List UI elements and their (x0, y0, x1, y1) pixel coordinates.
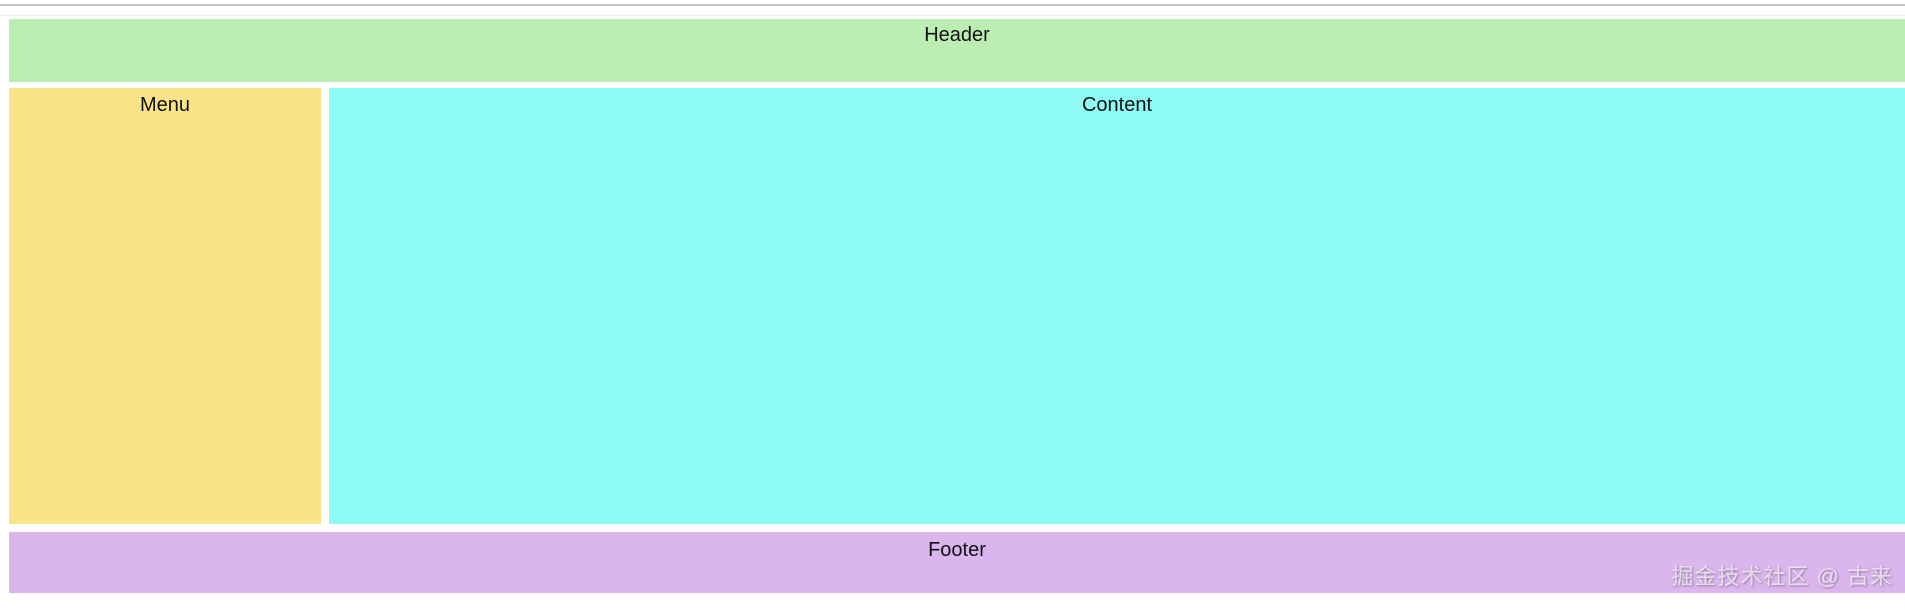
header-label: Header (924, 24, 990, 46)
middle-row: Menu Content (9, 88, 1905, 524)
menu-label: Menu (139, 94, 191, 116)
content-region: Content (329, 88, 1905, 524)
viewport-top-border (0, 4, 1905, 6)
page-top-divider (0, 15, 1905, 16)
footer-label: Footer (928, 539, 986, 561)
layout-demo-page: Header Menu Content Footer 掘金技术社区 @ 古来 (0, 19, 1905, 593)
footer-region: Footer 掘金技术社区 @ 古来 (9, 532, 1905, 593)
juejin-watermark: 掘金技术社区 @ 古来 (1671, 564, 1893, 589)
content-label: Content (1081, 94, 1153, 116)
menu-region: Menu (9, 88, 321, 524)
header-region: Header (9, 19, 1905, 82)
